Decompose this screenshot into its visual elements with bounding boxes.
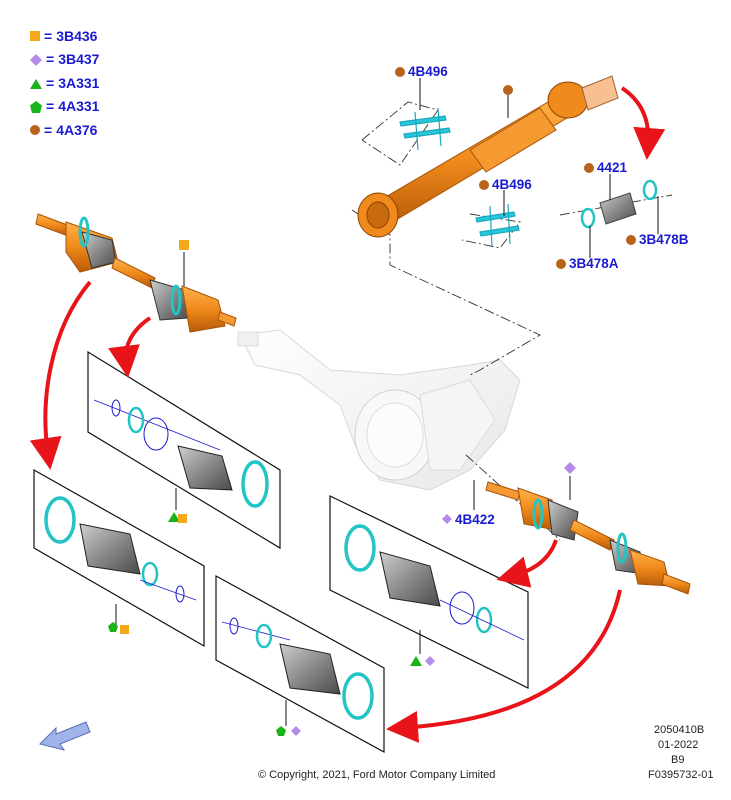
left-halfshaft [35, 213, 237, 333]
figure-id: F0395732-01 [648, 769, 714, 781]
brown-circle-icon [626, 234, 636, 245]
pentagon-symbol-panel-d [276, 726, 286, 736]
legend: = 3B436 = 3B437 = 3A331 = 4A331 = 4A376 [30, 24, 99, 142]
legend-part-label: 3A331 [58, 74, 100, 91]
part-symbols [108, 85, 576, 736]
green-pentagon-icon [30, 100, 42, 114]
legend-row-square: = 3B436 [30, 24, 99, 48]
front-direction-arrow-icon [39, 721, 91, 751]
purple-diamond-icon [30, 53, 42, 67]
diamond-symbol-panel-c [425, 656, 435, 666]
legend-row-triangle: = 3A331 [30, 71, 99, 95]
orange-square-icon [30, 30, 40, 41]
callout-u-joint-mid[interactable]: 4B496 [479, 177, 532, 192]
legend-part-label: 3B436 [56, 27, 98, 44]
triangle-symbol-panel-a [168, 512, 180, 522]
callout-center-bearing[interactable]: 4421 [584, 160, 627, 175]
callout-snap-ring-a[interactable]: 3B478A [556, 256, 619, 271]
red-arrows [29, 86, 666, 743]
driveshaft [357, 75, 619, 238]
diagram-date: 01-2022 [658, 739, 699, 751]
callout-right-shaft-clip[interactable]: 4B422 [442, 512, 495, 527]
brown-circle-icon [584, 162, 594, 173]
diamond-symbol-right-shaft [564, 462, 576, 474]
kit-panel-right-outer [215, 574, 385, 754]
legend-part-label: 4A331 [58, 98, 100, 115]
u-joint-clips-mid [475, 203, 520, 247]
brown-circle-icon [30, 124, 40, 135]
circle-symbol-driveshaft [503, 85, 513, 95]
kit-panel-right-inner [329, 495, 529, 689]
legend-part-label: 3B437 [58, 51, 100, 68]
legend-row-pentagon: = 4A331 [30, 95, 99, 119]
brown-circle-icon [395, 66, 405, 77]
square-symbol-panel-a [178, 514, 187, 523]
legend-row-circle: = 4A376 [30, 118, 99, 142]
callout-u-joint-top[interactable]: 4B496 [395, 64, 448, 79]
u-joint-clips-top [399, 107, 451, 151]
diagram-revision: B9 [671, 754, 685, 766]
green-triangle-icon [30, 77, 42, 89]
purple-diamond-icon [442, 512, 452, 527]
legend-part-label: 4A376 [56, 121, 98, 138]
diagram-code: 2050410B [654, 724, 705, 736]
pentagon-symbol-panel-b [108, 622, 118, 632]
brown-circle-icon [556, 258, 566, 269]
square-symbol-left-shaft [179, 240, 189, 250]
callout-leaders [115, 78, 659, 726]
callout-snap-ring-b[interactable]: 3B478B [626, 232, 689, 247]
diamond-symbol-panel-d [291, 726, 301, 736]
copyright-notice: © Copyright, 2021, Ford Motor Company Li… [258, 769, 496, 781]
legend-row-diamond: = 3B437 [30, 48, 99, 72]
front-axle-housing [237, 329, 521, 491]
kit-panel-left-inner [87, 350, 281, 550]
brown-circle-icon [479, 179, 489, 190]
center-bearing-assembly [580, 179, 658, 229]
kit-panel-left-outer [33, 468, 205, 648]
square-symbol-panel-b [120, 625, 129, 634]
right-halfshaft [485, 481, 691, 595]
triangle-symbol-panel-c [410, 656, 422, 666]
